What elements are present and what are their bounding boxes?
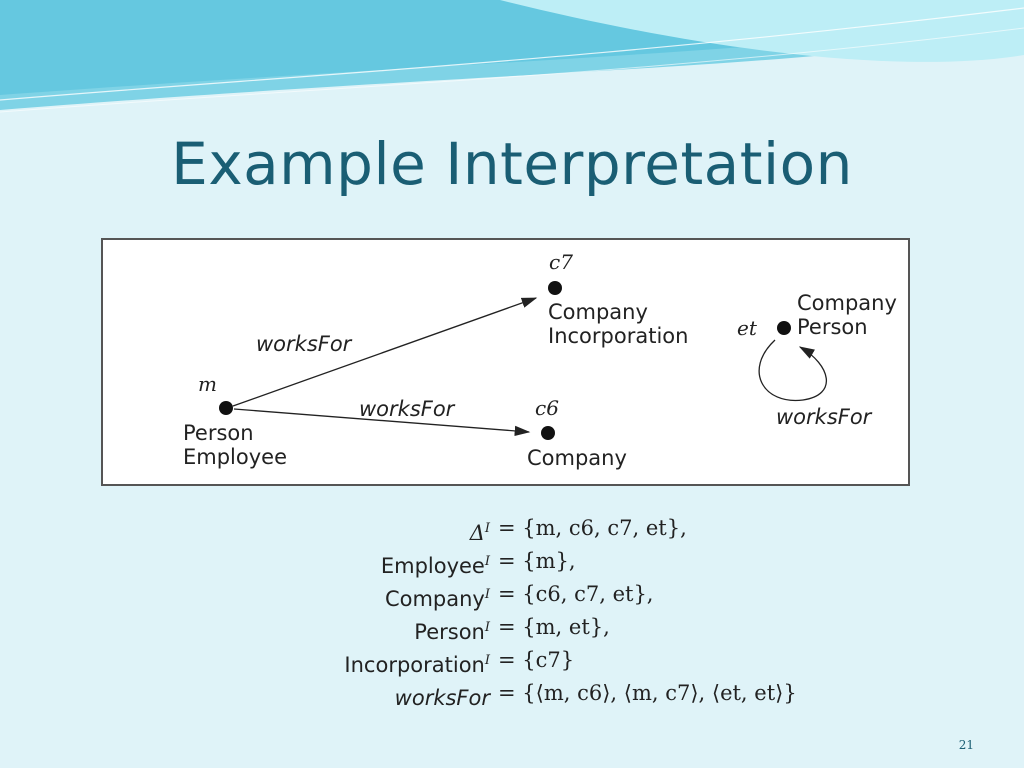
interpretation-diagram: m Person Employee c6 Company c7 Company …: [101, 238, 910, 486]
node-m-name: m: [198, 372, 217, 396]
edge-m-c7: [232, 297, 538, 407]
formula-lhs: IncorporationI: [344, 653, 490, 677]
formula-lhs: PersonI: [414, 620, 490, 644]
formula-rhs: = {c7}: [498, 648, 575, 672]
node-et-dot: [777, 321, 791, 335]
edge-m-c6: [233, 408, 531, 437]
node-m-concept-1: Person: [183, 421, 254, 445]
formula-lhs: EmployeeI: [380, 554, 490, 578]
node-c7-name: c7: [549, 250, 573, 274]
formula-row: EmployeeI = {m},: [300, 545, 820, 578]
node-c7-concept-1: Company: [548, 300, 648, 324]
edge-et-et: [758, 339, 828, 402]
diagram-graph: [219, 281, 828, 440]
slide-title: Example Interpretation: [171, 130, 853, 198]
node-c6-dot: [541, 426, 555, 440]
node-m-concept-2: Employee: [183, 445, 288, 469]
header-wave-decoration: [0, 0, 1024, 113]
node-c7-dot: [548, 281, 562, 295]
edge-m-c6-label: worksFor: [359, 397, 455, 421]
node-m-dot: [219, 401, 233, 415]
formula-lhs: ΔI: [469, 521, 490, 545]
formula-rhs: = {m, et},: [498, 615, 610, 639]
formula-row: worksFor = {⟨m, c6⟩, ⟨m, c7⟩, ⟨et, et⟩}: [300, 677, 820, 710]
formula-row: PersonI = {m, et},: [300, 611, 820, 644]
node-c6-concept-1: Company: [527, 446, 627, 470]
formula-rhs: = {m},: [498, 549, 576, 573]
node-c6-name: c6: [535, 396, 559, 420]
edge-m-c7-label: worksFor: [256, 332, 352, 356]
formula-lhs: worksFor: [394, 686, 490, 710]
formula-row: ΔI = {m, c6, c7, et},: [300, 512, 820, 545]
node-et-name: et: [737, 316, 757, 340]
node-c7-concept-2: Incorporation: [548, 324, 689, 348]
formula-row: CompanyI = {c6, c7, et},: [300, 578, 820, 611]
formula-rhs: = {c6, c7, et},: [498, 582, 654, 606]
formula-row: IncorporationI = {c7}: [300, 644, 820, 677]
formula-rhs: = {m, c6, c7, et},: [498, 516, 687, 540]
interpretation-formulas: ΔI = {m, c6, c7, et}, EmployeeI = {m}, C…: [300, 512, 820, 710]
node-et-concept-1: Company: [797, 291, 897, 315]
node-et-concept-2: Person: [797, 315, 868, 339]
edge-et-et-label: worksFor: [776, 405, 872, 429]
page-number: 21: [958, 738, 974, 752]
formula-lhs: CompanyI: [384, 587, 490, 611]
formula-rhs: = {⟨m, c6⟩, ⟨m, c7⟩, ⟨et, et⟩}: [498, 681, 797, 705]
